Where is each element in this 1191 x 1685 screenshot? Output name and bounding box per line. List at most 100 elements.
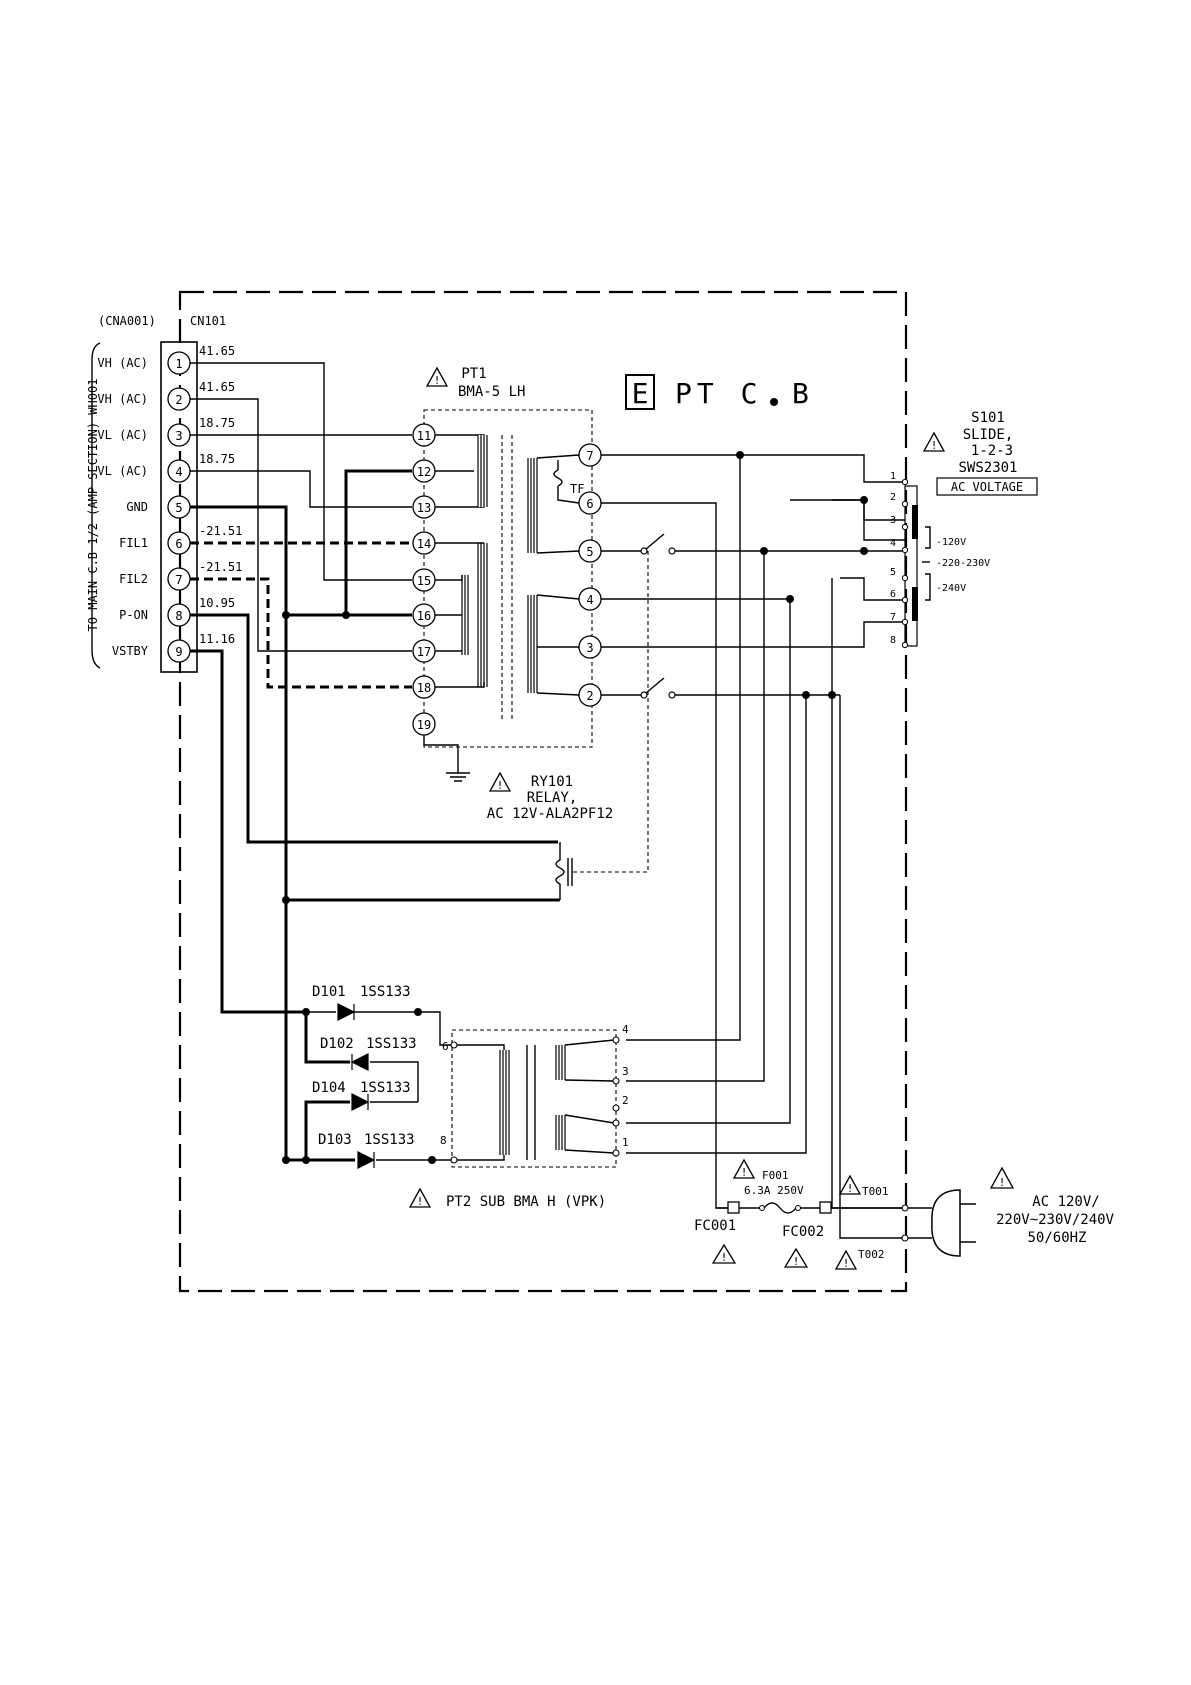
pin-name: P-ON [119, 608, 148, 622]
pin-number: 1 [175, 357, 182, 371]
pin-number: 2 [175, 393, 182, 407]
svg-text:!: ! [417, 1195, 424, 1208]
svg-text:5: 5 [890, 567, 896, 578]
ry101-part: AC 12V-ALA2PF12 [487, 806, 613, 822]
pin-name: VL (AC) [97, 464, 148, 478]
ac-input-line3: 50/60HZ [1027, 1230, 1086, 1246]
diode-d102: D102 1SS133 [320, 1036, 417, 1071]
svg-text:11: 11 [417, 429, 431, 443]
svg-text:!: ! [741, 1166, 748, 1179]
svg-text:2: 2 [890, 492, 896, 503]
connector-pin-4: VL (AC) 4 18.75 [97, 452, 235, 483]
svg-text:1: 1 [622, 1136, 629, 1149]
fc001-warning-icon: ! [711, 1243, 737, 1264]
ac-plug: ! AC 120V/ 220V~230V/240V 50/60HZ [908, 1166, 1115, 1257]
fc001-label: FC001 [694, 1218, 736, 1234]
pt1-to-s101-wiring [601, 451, 905, 1239]
t002-warning-icon: ! [834, 1249, 858, 1270]
board-letter: E [632, 377, 649, 410]
svg-text:!: ! [999, 1176, 1006, 1189]
relay-coil-icon [555, 842, 565, 900]
pt1-transformer: ! PT1 BMA-5 LH 11 12 13 14 15 16 17 18 1… [412, 366, 602, 782]
connector-destination-label: TO MAIN C.B 1/2 (AMP SECTION) WH001 [86, 379, 100, 632]
t001-warning-icon: ! [838, 1174, 862, 1195]
pt1-warning-icon: ! [425, 366, 449, 387]
pin-number: 5 [175, 501, 182, 515]
svg-text:13: 13 [417, 501, 431, 515]
svg-text:!: ! [931, 439, 938, 452]
ry101-type: RELAY, [527, 790, 578, 806]
connector-pin-8: P-ON 8 10.95 [119, 596, 235, 627]
connector-pin-3: VL (AC) 3 18.75 [97, 416, 235, 447]
s101-part: SWS2301 [958, 460, 1017, 476]
pin-voltage: -21.51 [199, 524, 242, 538]
setting-120v: -120V [936, 537, 966, 548]
svg-text:18: 18 [417, 681, 431, 695]
fc002-warning-icon: ! [783, 1247, 809, 1268]
diode-icon [357, 1151, 376, 1169]
pin-voltage: 18.75 [199, 416, 235, 430]
s101-position: 1-2-3 [971, 443, 1013, 459]
ac-voltage-label-box [936, 477, 1038, 496]
svg-text:6: 6 [890, 589, 896, 600]
diode-d104: D104 1SS133 [312, 1080, 411, 1111]
plug-icon [931, 1189, 961, 1257]
svg-text:2: 2 [586, 689, 593, 703]
setting-220-230v: -220-230V [936, 558, 990, 569]
svg-text:1SS133: 1SS133 [364, 1132, 415, 1148]
pt2-secondary-pins: 4 3 2 1 [612, 1023, 629, 1157]
s101-ref: S101 [971, 410, 1005, 426]
svg-text:1SS133: 1SS133 [360, 1080, 411, 1096]
svg-text:12: 12 [417, 465, 431, 479]
connector-pin-1: VH (AC) 1 41.65 [97, 344, 235, 375]
connector-mate-ref: (CNA001) [98, 314, 156, 328]
diode-section: D101 1SS133 D102 1SS133 D104 1SS133 D103… [222, 900, 454, 1169]
s101-slide-switch: S101 SLIDE, 1-2-3 SWS2301 ! AC VOLTAGE 1… [890, 410, 1038, 649]
fuse-ref: F001 [762, 1169, 789, 1182]
connector-pin-6: FIL1 6 -21.51 [119, 524, 242, 555]
svg-text:5: 5 [586, 545, 593, 559]
pt1-secondary-pins: 11 12 13 14 15 16 17 18 19 [412, 423, 436, 736]
svg-text:4: 4 [622, 1023, 629, 1036]
board-outline [178, 290, 908, 1293]
fc001-holder [727, 1201, 740, 1214]
pin-number: 9 [175, 645, 182, 659]
board-title-b: B [792, 377, 809, 410]
svg-text:!: ! [434, 374, 441, 387]
fuse-section: ! F001 6.3A 250V FC001 FC002 ! ! ! T001 … [694, 1158, 909, 1270]
svg-text:4: 4 [890, 538, 896, 549]
svg-text:19: 19 [417, 718, 431, 732]
relay-contacts [572, 533, 676, 873]
connector-ref: CN101 [190, 314, 226, 328]
ac-input-line1: AC 120V/ [1032, 1194, 1099, 1210]
svg-text:!: ! [793, 1255, 800, 1268]
fuse-icon [763, 1202, 797, 1214]
pin-name: GND [126, 500, 148, 514]
fc002-label: FC002 [782, 1224, 824, 1240]
ry101-relay: ! RY101 RELAY, AC 12V-ALA2PF12 [487, 771, 613, 900]
svg-text:14: 14 [417, 537, 431, 551]
pt2-warning-icon: ! [408, 1187, 432, 1208]
pin-voltage: 11.16 [199, 632, 235, 646]
pin-name: VH (AC) [97, 356, 148, 370]
connector-pin-5: GND 5 [126, 495, 191, 519]
svg-text:!: ! [497, 779, 504, 792]
pt2-transformer: 6 8 4 3 2 1 ! PT2 SUB BMA H (VPK) [408, 1023, 629, 1210]
diode-icon [350, 1053, 369, 1071]
svg-text:D101: D101 [312, 984, 346, 1000]
pin-voltage: 18.75 [199, 452, 235, 466]
svg-text:3: 3 [622, 1065, 629, 1078]
svg-text:17: 17 [417, 645, 431, 659]
connector-brace [91, 342, 101, 669]
fuse-rating: 6.3A 250V [744, 1184, 804, 1197]
pt1-outline [423, 409, 593, 748]
s101-warning-icon: ! [922, 431, 946, 452]
svg-text:7: 7 [890, 612, 896, 623]
connector-pin-2: VH (AC) 2 41.65 [97, 380, 235, 411]
t001-label: T001 [862, 1185, 889, 1198]
svg-text:2: 2 [622, 1094, 629, 1107]
ry101-warning-icon: ! [488, 771, 512, 792]
f001-warning-icon: ! [732, 1158, 756, 1179]
pin-name: FIL1 [119, 536, 148, 550]
svg-text:3: 3 [890, 515, 896, 526]
